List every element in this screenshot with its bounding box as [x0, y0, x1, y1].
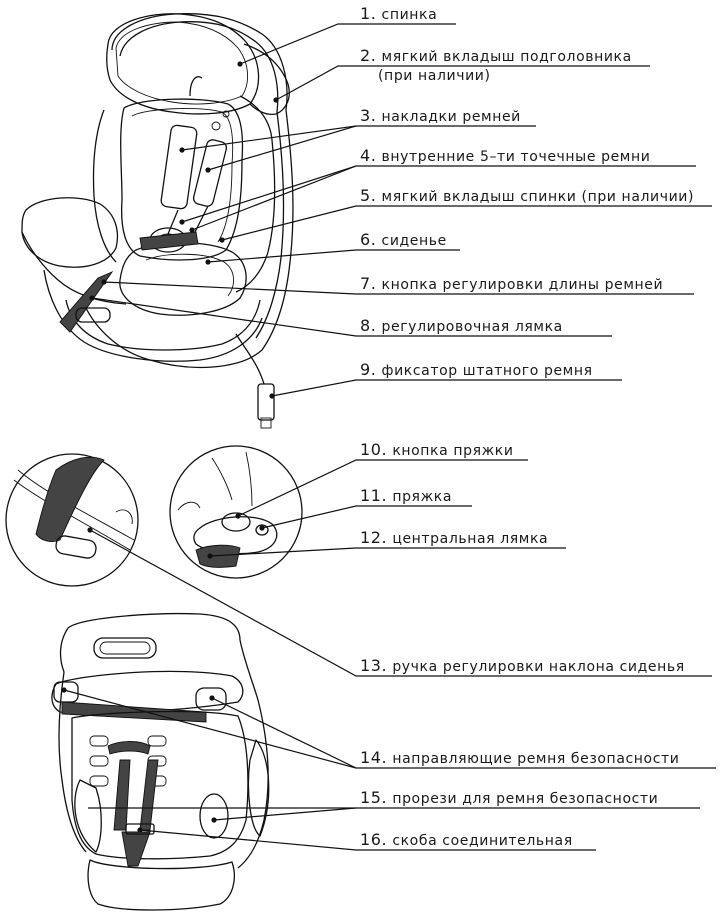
label-6-text: сиденье: [382, 233, 447, 249]
label-4-text: внутренние 5–ти точечные ремни: [382, 149, 651, 165]
label-14-text: направляющие ремня безопасности: [392, 751, 679, 767]
label-3-text: накладки ремней: [382, 109, 521, 125]
label-10-text: кнопка пряжки: [392, 443, 513, 459]
label-2-note-text: (при наличии): [378, 68, 491, 84]
label-9-text: фиксатор штатного ремня: [382, 363, 593, 379]
label-7-text: кнопка регулировки длины ремней: [382, 277, 664, 293]
label-10-number: 10.: [360, 440, 387, 459]
label-14-number: 14.: [360, 748, 387, 767]
label-1-number: 1.: [360, 4, 376, 23]
label-9: 9. фиксатор штатного ремня: [360, 362, 593, 379]
label-16-text: скоба соединительная: [392, 833, 572, 849]
seat-rear-illustration: [52, 614, 269, 910]
label-5-number: 5.: [360, 186, 376, 205]
label-8-number: 8.: [360, 316, 376, 335]
label-6-number: 6.: [360, 230, 376, 249]
label-12-number: 12.: [360, 528, 387, 547]
label-8: 8. регулировочная лямка: [360, 318, 563, 335]
label-4-number: 4.: [360, 146, 376, 165]
label-12: 12. центральная лямка: [360, 530, 548, 547]
label-11: 11. пряжка: [360, 488, 452, 505]
detail-circle-recline: [6, 454, 138, 586]
label-11-number: 11.: [360, 486, 387, 505]
label-16: 16. скоба соединительная: [360, 832, 573, 849]
label-15-text: прорези для ремня безопасности: [392, 791, 658, 807]
label-10: 10. кнопка пряжки: [360, 442, 514, 459]
label-2-note: (при наличии): [378, 68, 491, 84]
label-2-number: 2.: [360, 46, 376, 65]
label-14: 14. направляющие ремня безопасности: [360, 750, 679, 767]
label-11-text: пряжка: [392, 489, 452, 505]
label-5-text: мягкий вкладыш спинки (при наличии): [382, 189, 695, 205]
label-3-number: 3.: [360, 106, 376, 125]
label-7-number: 7.: [360, 274, 376, 293]
label-13-number: 13.: [360, 656, 387, 675]
label-2: 2. мягкий вкладыш подголовника: [360, 48, 632, 65]
label-13: 13. ручка регулировки наклона сиденья: [360, 658, 685, 675]
label-16-number: 16.: [360, 830, 387, 849]
label-13-text: ручка регулировки наклона сиденья: [392, 659, 684, 675]
label-6: 6. сиденье: [360, 232, 447, 249]
label-15: 15. прорези для ремня безопасности: [360, 790, 658, 807]
label-3: 3. накладки ремней: [360, 108, 521, 125]
label-8-text: регулировочная лямка: [382, 319, 563, 335]
seat-front-illustration: [22, 14, 293, 428]
label-4: 4. внутренние 5–ти точечные ремни: [360, 148, 650, 165]
label-5: 5. мягкий вкладыш спинки (при наличии): [360, 188, 694, 205]
label-2-text: мягкий вкладыш подголовника: [382, 49, 632, 65]
detail-circle-buckle: [170, 446, 302, 578]
label-9-number: 9.: [360, 360, 376, 379]
label-7: 7. кнопка регулировки длины ремней: [360, 276, 663, 293]
label-12-text: центральная лямка: [392, 531, 548, 547]
label-15-number: 15.: [360, 788, 387, 807]
label-1-text: спинка: [382, 7, 438, 23]
label-1: 1. спинка: [360, 6, 437, 23]
